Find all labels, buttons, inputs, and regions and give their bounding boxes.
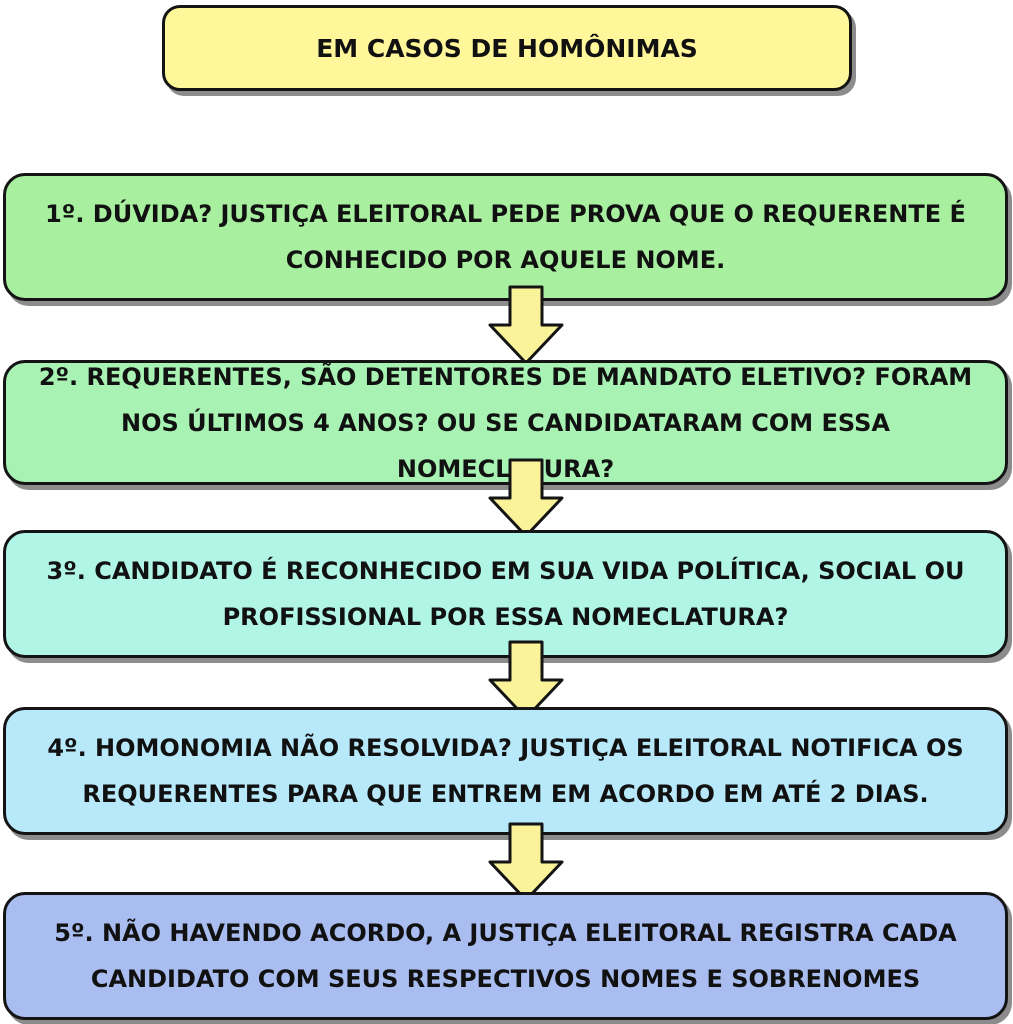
step-4-box: 4º. HOMONOMIA NÃO RESOLVIDA? JUSTIÇA ELE… [3,707,1008,835]
title-box: EM CASOS DE HOMÔNIMAS [162,5,852,91]
step-1-text: 1º. DÚVIDA? JUSTIÇA ELEITORAL PEDE PROVA… [45,200,966,274]
step-5-box: 5º. NÃO HAVENDO ACORDO, A JUSTIÇA ELEITO… [3,892,1008,1020]
arrow-down-icon [488,458,564,538]
arrow-down-icon [488,285,564,365]
step-2-box: 2º. REQUERENTES, SÃO DETENTORES DE MANDA… [3,360,1008,485]
arrow-down-icon [488,822,564,902]
step-4-text: 4º. HOMONOMIA NÃO RESOLVIDA? JUSTIÇA ELE… [47,734,964,808]
step-5-text: 5º. NÃO HAVENDO ACORDO, A JUSTIÇA ELEITO… [54,919,957,993]
step-3-text: 3º. CANDIDATO É RECONHECIDO EM SUA VIDA … [46,557,965,631]
step-1-box: 1º. DÚVIDA? JUSTIÇA ELEITORAL PEDE PROVA… [3,173,1008,301]
arrow-down-icon [488,640,564,720]
step-2-text: 2º. REQUERENTES, SÃO DETENTORES DE MANDA… [38,362,973,483]
title-text: EM CASOS DE HOMÔNIMAS [316,33,698,63]
step-3-box: 3º. CANDIDATO É RECONHECIDO EM SUA VIDA … [3,530,1008,658]
